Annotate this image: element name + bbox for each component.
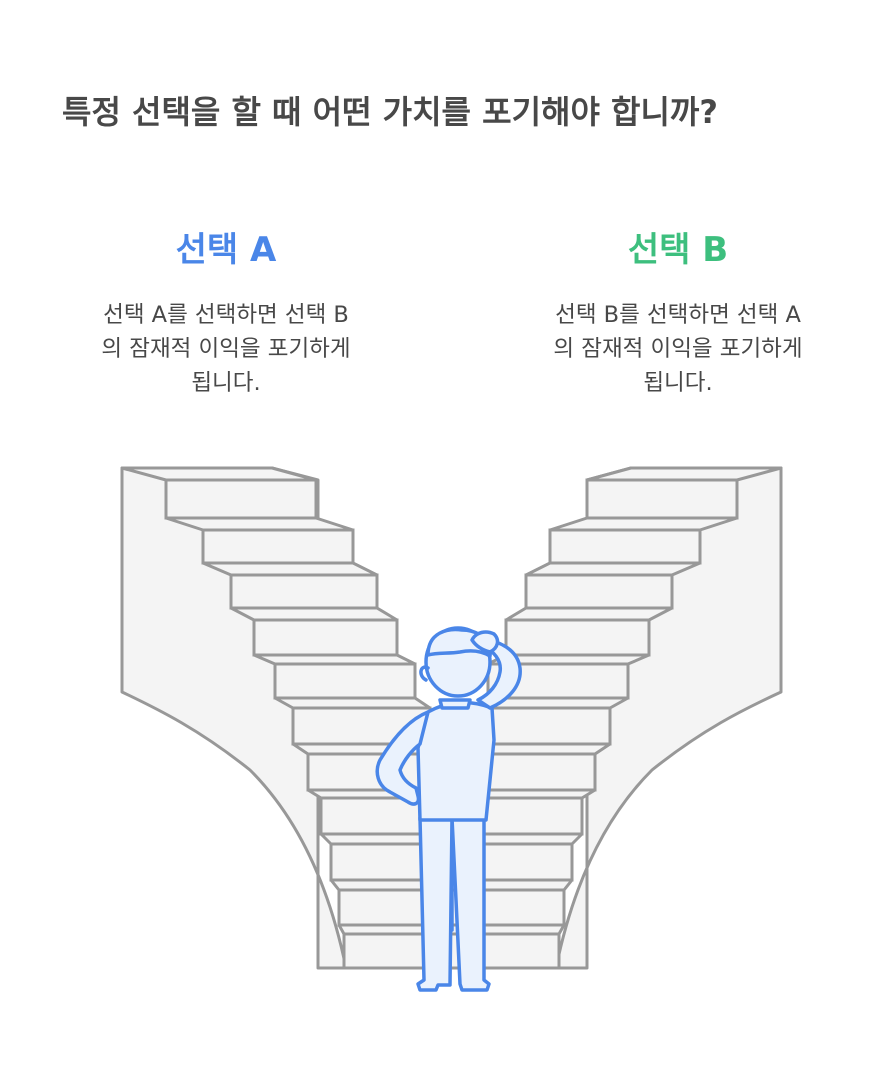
staircase-right-icon bbox=[433, 466, 783, 970]
choice-a-heading: 선택 A bbox=[175, 230, 277, 270]
page-title: 특정 선택을 할 때 어떤 가치를 포기해야 합니까? bbox=[62, 93, 718, 131]
staircase-right-tread bbox=[504, 606, 674, 622]
confused-person-icon bbox=[375, 626, 522, 992]
staircase-right-riser bbox=[585, 478, 739, 520]
choice-a-description-line: 선택 A를 선택하면 선택 B bbox=[103, 302, 349, 328]
staircase-left-riser bbox=[252, 618, 399, 657]
staircase-left-tread bbox=[164, 516, 355, 532]
staircase-left-riser bbox=[201, 528, 355, 565]
person-hand bbox=[470, 630, 500, 654]
person-collar bbox=[438, 698, 472, 710]
staircase-right-tread bbox=[524, 561, 702, 577]
staircase-right-riser bbox=[504, 618, 651, 657]
person-ear bbox=[419, 665, 430, 682]
person-left-leg bbox=[416, 816, 454, 992]
choice-b-description: 선택 B를 선택하면 선택 A 의 잠재적 이익을 포기하게 됩니다. bbox=[518, 298, 838, 400]
choice-a-description: 선택 A를 선택하면 선택 B 의 잠재적 이익을 포기하게 됩니다. bbox=[66, 298, 386, 400]
staircase-right-riser bbox=[433, 932, 561, 970]
person-right-leg bbox=[450, 816, 491, 992]
choice-a-description-line: 의 잠재적 이익을 포기하게 bbox=[101, 336, 351, 362]
staircase-left-riser bbox=[164, 478, 318, 520]
staircase-left-riser bbox=[273, 662, 417, 700]
staircase-right-riser bbox=[524, 573, 674, 610]
staircase-right-tread bbox=[548, 516, 739, 532]
staircase-left-riser bbox=[229, 573, 379, 610]
person-left-arm bbox=[375, 710, 430, 806]
staircase-left-tread bbox=[201, 561, 379, 577]
staircase-right-riser bbox=[548, 528, 702, 565]
staircase-left-tread bbox=[229, 606, 399, 622]
choice-b-description-line: 의 잠재적 이익을 포기하게 bbox=[553, 336, 803, 362]
choice-a-description-line: 됩니다. bbox=[191, 370, 261, 396]
choice-b-description-line: 선택 B를 선택하면 선택 A bbox=[555, 302, 801, 328]
person-torso bbox=[416, 700, 496, 822]
choice-b-heading: 선택 B bbox=[627, 230, 729, 270]
choice-b-description-line: 됩니다. bbox=[643, 370, 713, 396]
